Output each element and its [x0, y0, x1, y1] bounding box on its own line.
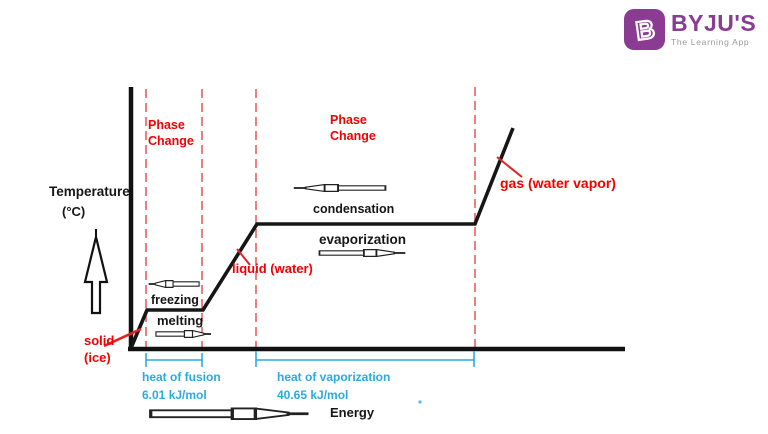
gas-vapor-label: gas (water vapor) — [500, 175, 616, 191]
condensation-label: condensation — [313, 202, 395, 216]
evaporization-arrow-icon — [318, 248, 407, 258]
solid-ice-label: solid (ice) — [84, 333, 115, 365]
evaporization-label: evaporization — [319, 232, 407, 247]
condensation-arrow-icon — [292, 183, 387, 193]
phase-change-label-1: Phase Change — [148, 118, 194, 149]
energy-axis-label: Energy — [330, 405, 375, 420]
heat-of-fusion-value: 6.01 kJ/mol — [142, 388, 207, 402]
heat-of-vaporization-value: 40.65 kJ/mol — [277, 388, 349, 402]
phase-change-label-2: Phase Change — [330, 113, 376, 144]
stray-mark — [418, 400, 422, 404]
byjus-logo: B BYJU'S The Learning App — [624, 9, 756, 50]
freezing-arrow-icon — [147, 279, 201, 289]
heat-of-fusion-bracket — [145, 353, 203, 367]
heat-of-fusion-label: heat of fusion — [142, 370, 221, 384]
heat-of-vaporization-bracket — [255, 351, 475, 367]
energy-arrow-icon — [151, 408, 309, 419]
solid-pointer-line — [103, 327, 142, 348]
svg-text:B: B — [634, 14, 657, 46]
byjus-brand-text: BYJU'S — [671, 10, 757, 36]
freezing-label: freezing — [151, 293, 199, 307]
byjus-logo-icon: B — [624, 9, 665, 50]
melting-label: melting — [157, 313, 204, 328]
temperature-axis-label: Temperature — [49, 184, 130, 199]
heat-of-vaporization-label: heat of vaporization — [277, 370, 391, 384]
temperature-arrow-icon — [83, 229, 109, 315]
temperature-unit-label: (°C) — [62, 204, 86, 219]
byjus-b-glyph: B — [633, 13, 658, 48]
heating-curve — [129, 127, 515, 349]
liquid-water-label: liquid (water) — [232, 261, 313, 276]
byjus-tagline-text: The Learning App — [671, 37, 750, 47]
gas-pointer-line — [496, 156, 523, 178]
liquid-pointer-line — [236, 248, 251, 266]
